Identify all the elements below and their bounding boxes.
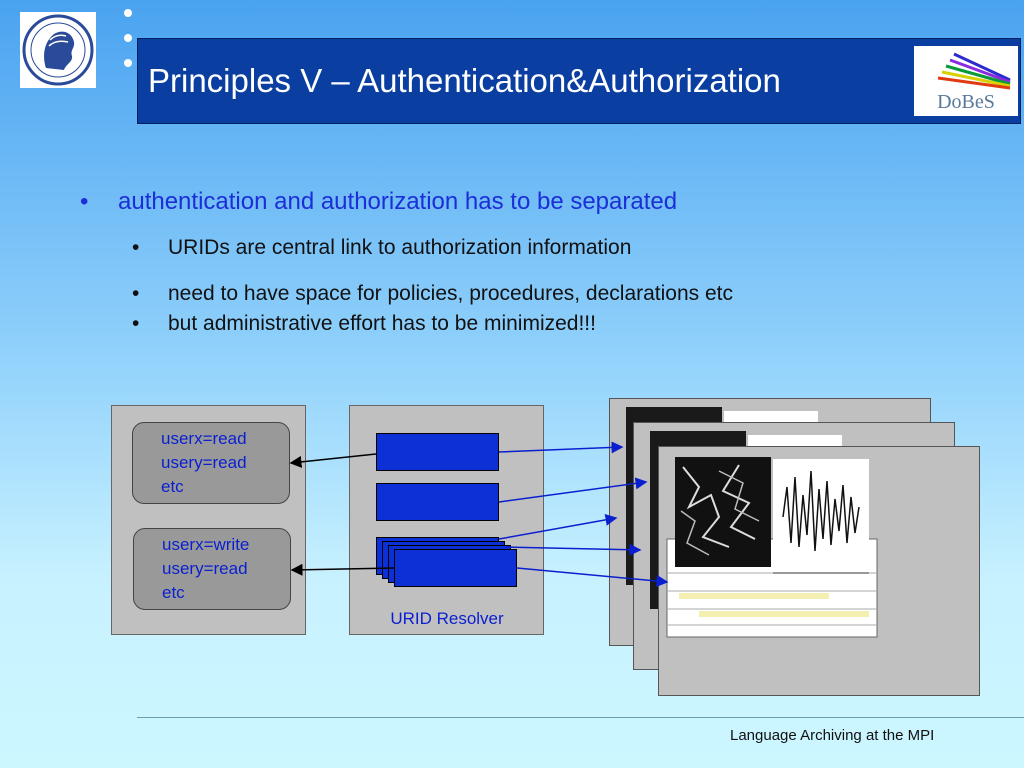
title-bar: [137, 38, 1021, 124]
decor-dot: [124, 9, 132, 17]
decor-dot: [124, 34, 132, 42]
urid-block: [376, 433, 499, 471]
urid-resolver-label: URID Resolver: [390, 609, 504, 628]
rule-box-1: userx=read usery=read etc: [132, 422, 290, 504]
svg-text:DoBeS: DoBeS: [937, 91, 995, 113]
rule-box-2: userx=write usery=read etc: [133, 528, 291, 610]
urid-block: [376, 483, 499, 521]
dobes-logo: DoBeS: [914, 46, 1018, 116]
decor-dot: [124, 59, 132, 67]
footer-text: Language Archiving at the MPI: [730, 727, 935, 744]
resource-document: [658, 446, 980, 696]
urid-block: [394, 549, 517, 587]
footer-divider: [137, 717, 1024, 718]
mpi-minerva-logo: [20, 12, 96, 88]
slide-title: Principles V – Authentication&Authorizat…: [148, 62, 781, 99]
